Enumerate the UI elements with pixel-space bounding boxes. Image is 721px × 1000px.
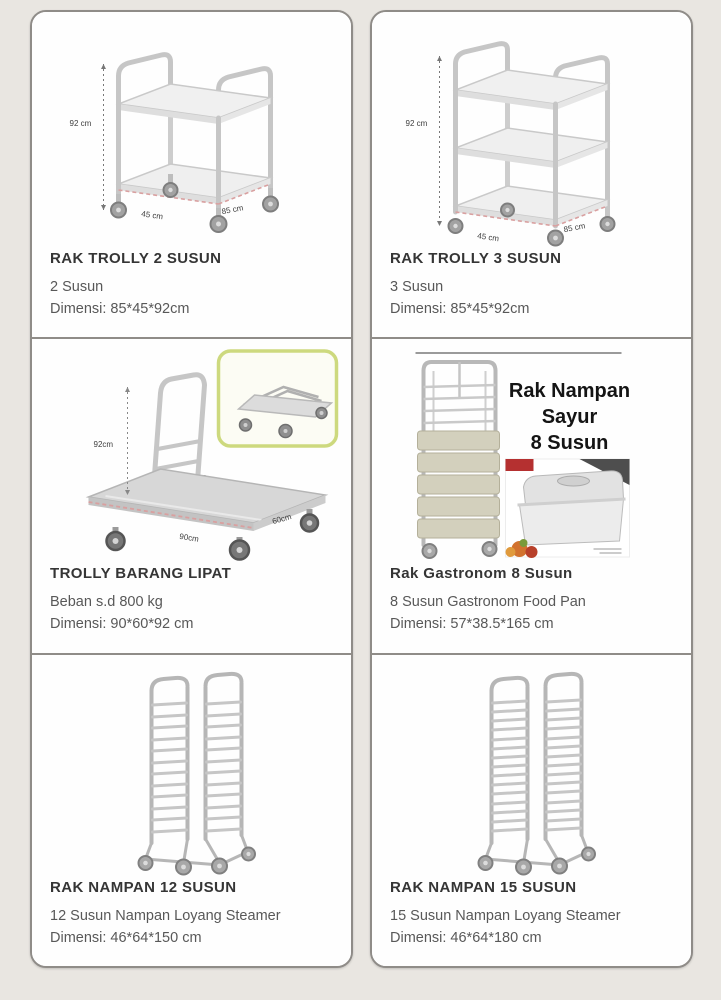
product-spec-line: 3 Susun xyxy=(390,279,444,295)
stacked-bins xyxy=(417,430,500,539)
rack-rungs xyxy=(423,383,496,425)
depth-dimension-label: 45 cm xyxy=(141,209,164,221)
product-card-rak-trolly-3-susun: 92 cm 45 cm 85 cm RAK TROLLY 3 SUSUN 3 S… xyxy=(372,12,691,337)
trolley-2-tier-illustration: 92 cm 45 cm 85 cm xyxy=(70,52,279,233)
product-card-trolly-barang-lipat: 92cm 90cm 60cm TROLLY BARANG LIPAT Beban… xyxy=(32,337,351,653)
height-dimension-label: 92 cm xyxy=(70,119,92,128)
width-dimension-label: 85 cm xyxy=(221,203,244,216)
food-pan-inset xyxy=(505,458,630,558)
product-image-12-tier-tray-rack xyxy=(32,655,351,877)
gastronom-rack-illustration: Rak Nampan Sayur 8 Susun xyxy=(415,352,630,559)
product-title: RAK NAMPAN 15 SUSUN xyxy=(390,879,577,896)
product-spec-line: Dimensi: 85*45*92cm xyxy=(50,300,190,317)
height-dimension-label: 92 cm xyxy=(406,119,428,128)
image-caption-line: Rak Nampan xyxy=(509,380,630,402)
image-caption-line: 8 Susun xyxy=(531,432,609,454)
product-spec-line: Dimensi: 85*45*92cm xyxy=(390,300,530,317)
product-spec-line: Dimensi: 46*64*150 cm xyxy=(50,929,202,946)
tray-rack-12-illustration xyxy=(137,671,256,876)
width-dimension-label: 85 cm xyxy=(563,221,586,234)
caster-wheels xyxy=(137,846,256,876)
trolley-3-tier-illustration: 92 cm 45 cm 85 cm xyxy=(406,41,616,247)
product-spec-line: 15 Susun Nampan Loyang Steamer xyxy=(390,908,621,924)
product-spec-line: Dimensi: 46*64*180 cm xyxy=(390,929,542,946)
folded-trolley-inset xyxy=(216,349,339,448)
product-spec-line: Dimensi: 57*38.5*165 cm xyxy=(390,615,554,632)
image-caption-line: Sayur xyxy=(542,406,598,428)
caster-wheels xyxy=(421,541,498,559)
folding-trolley-illustration: 92cm 90cm 60cm xyxy=(85,349,339,561)
product-image-folding-platform-trolley: 92cm 90cm 60cm xyxy=(32,339,351,563)
caster-wheels xyxy=(447,202,616,247)
tray-rack-15-illustration xyxy=(477,671,596,876)
product-spec-line: 12 Susun Nampan Loyang Steamer xyxy=(50,908,281,924)
catalog-column-right: 92 cm 45 cm 85 cm RAK TROLLY 3 SUSUN 3 S… xyxy=(370,10,693,968)
caster-wheels xyxy=(105,509,320,561)
depth-dimension-label: 45 cm xyxy=(477,231,500,243)
catalog-column-left: 92 cm 45 cm 85 cm RAK TROLLY 2 SUSUN 2 S… xyxy=(30,10,353,968)
product-title: Rak Gastronom 8 Susun xyxy=(390,565,573,582)
product-card-rak-nampan-12-susun: RAK NAMPAN 12 SUSUN 12 Susun Nampan Loya… xyxy=(32,653,351,966)
product-spec-line: 2 Susun xyxy=(50,279,104,295)
catalog-page: 92 cm 45 cm 85 cm RAK TROLLY 2 SUSUN 2 S… xyxy=(30,10,693,968)
tray-rungs xyxy=(491,698,582,833)
product-spec-line: Dimensi: 90*60*92 cm xyxy=(50,615,194,632)
width-dimension-label: 90cm xyxy=(179,532,200,544)
product-title: RAK TROLLY 3 SUSUN xyxy=(390,250,562,267)
product-image-gastronom-rack: Rak Nampan Sayur 8 Susun xyxy=(372,339,691,563)
product-card-rak-nampan-15-susun: RAK NAMPAN 15 SUSUN 15 Susun Nampan Loya… xyxy=(372,653,691,966)
product-spec-line: Beban s.d 800 kg xyxy=(50,594,163,610)
product-image-15-tier-tray-rack xyxy=(372,655,691,877)
product-card-rak-gastronom-8-susun: Rak Nampan Sayur 8 Susun xyxy=(372,337,691,653)
shelves xyxy=(452,69,611,226)
height-dimension-label: 92cm xyxy=(94,440,114,449)
product-title: TROLLY BARANG LIPAT xyxy=(50,565,232,582)
product-title: RAK TROLLY 2 SUSUN xyxy=(50,250,222,267)
tray-rungs xyxy=(151,700,242,834)
caster-wheels xyxy=(477,846,596,876)
product-image-2-tier-trolley: 92 cm 45 cm 85 cm xyxy=(32,12,351,248)
caster-wheels xyxy=(110,174,279,233)
product-image-3-tier-trolley: 92 cm 45 cm 85 cm xyxy=(372,12,691,248)
product-card-rak-trolly-2-susun: 92 cm 45 cm 85 cm RAK TROLLY 2 SUSUN 2 S… xyxy=(32,12,351,337)
product-title: RAK NAMPAN 12 SUSUN xyxy=(50,879,237,896)
product-spec-line: 8 Susun Gastronom Food Pan xyxy=(390,594,586,610)
